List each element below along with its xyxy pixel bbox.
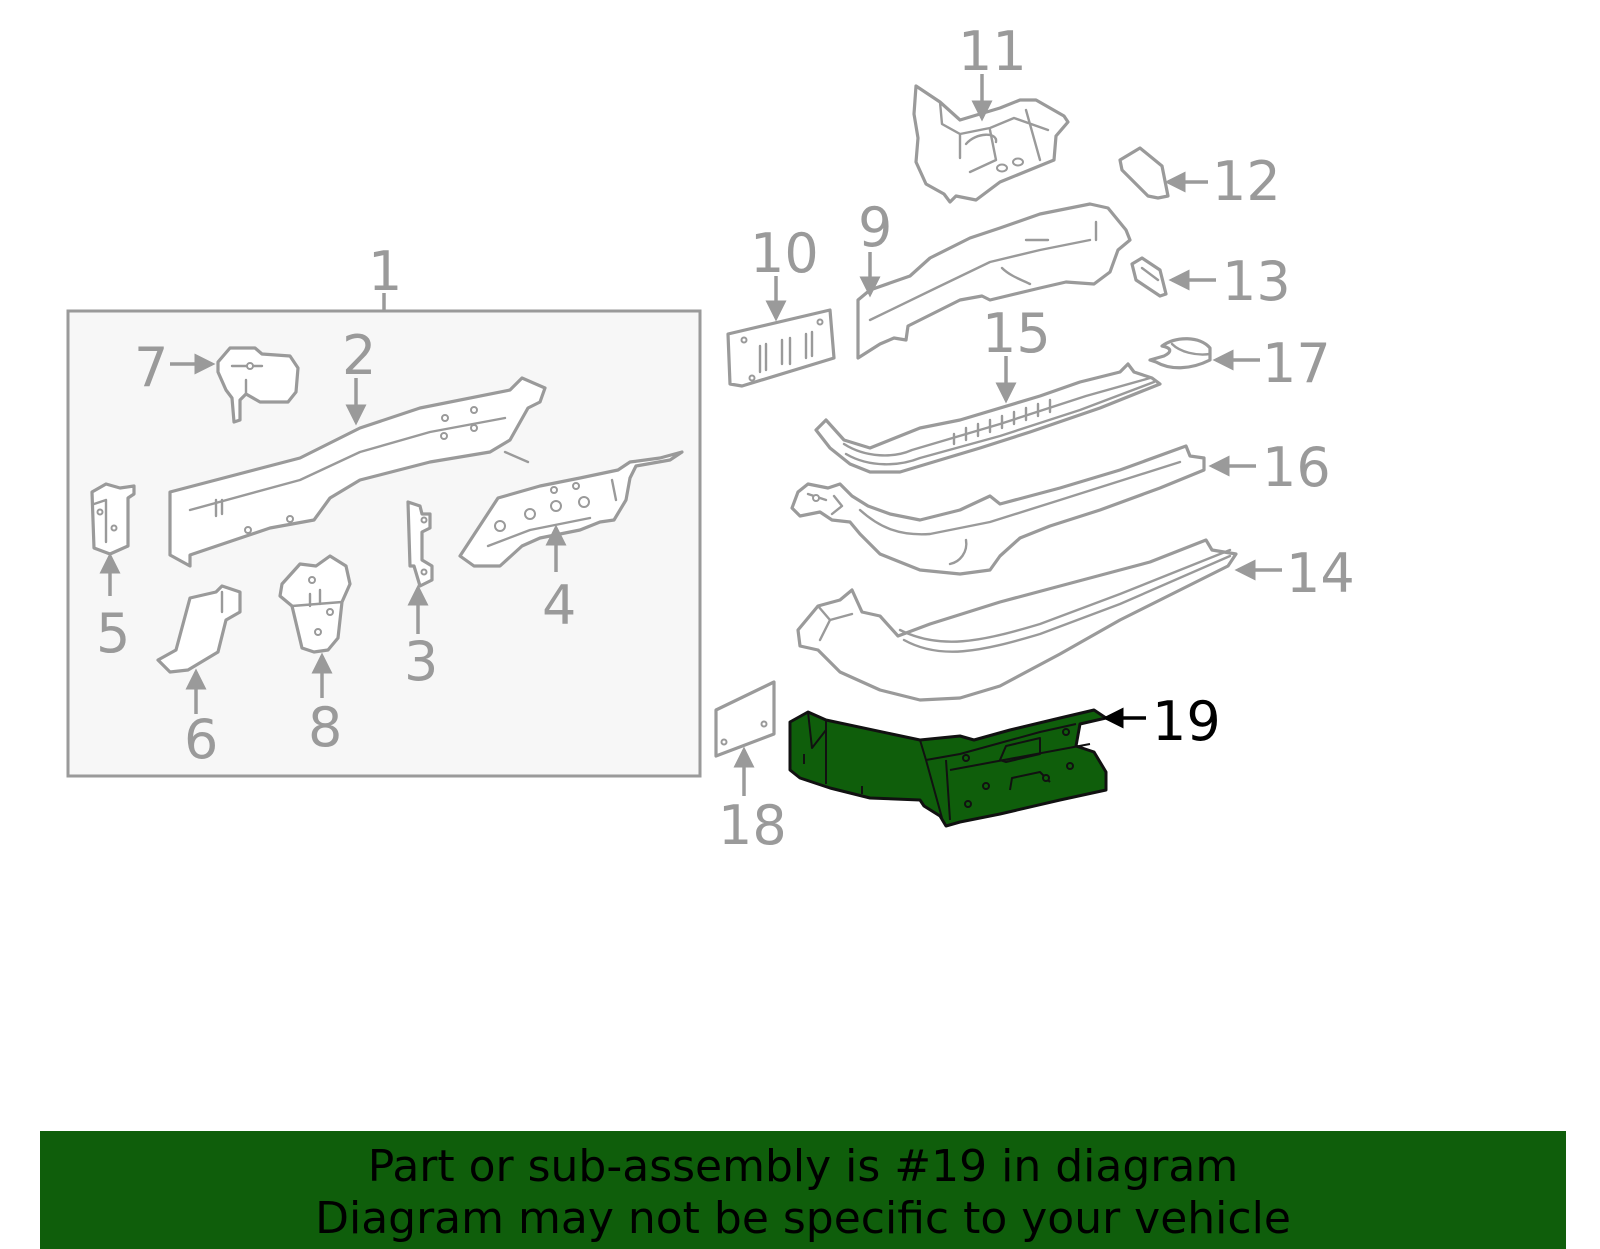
callout-3: 3 xyxy=(404,630,438,693)
callout-15: 15 xyxy=(982,302,1051,365)
banner-line-2: Diagram may not be specific to your vehi… xyxy=(315,1193,1291,1244)
callout-16: 16 xyxy=(1262,436,1331,499)
part-6-bracket xyxy=(156,584,242,674)
part-9-rail xyxy=(856,202,1132,360)
callout-9: 9 xyxy=(858,196,892,259)
part-8-bracket xyxy=(278,554,352,654)
callout-17: 17 xyxy=(1262,332,1331,395)
part-18-plate xyxy=(714,680,776,758)
callout-5: 5 xyxy=(96,602,130,665)
part-4-reinforcement xyxy=(458,450,684,568)
callout-8: 8 xyxy=(308,696,342,759)
callout-19: 19 xyxy=(1152,690,1221,753)
callout-14: 14 xyxy=(1286,542,1355,605)
part-14-side-member xyxy=(796,538,1238,702)
part-19-highlighted[interactable] xyxy=(788,708,1108,828)
part-12-plate xyxy=(1118,146,1170,200)
callout-12: 12 xyxy=(1212,150,1281,213)
part-2-frame-rail xyxy=(168,376,547,568)
callout-13: 13 xyxy=(1222,250,1291,313)
callout-2: 2 xyxy=(342,324,376,387)
part-11-panel xyxy=(912,84,1070,204)
callout-11: 11 xyxy=(958,20,1027,83)
banner-line-1: Part or sub-assembly is #19 in diagram xyxy=(367,1141,1239,1192)
part-16-rocker xyxy=(790,444,1206,576)
info-banner: Part or sub-assembly is #19 in diagram D… xyxy=(40,1131,1566,1249)
callout-10: 10 xyxy=(750,222,819,285)
callout-18: 18 xyxy=(718,794,787,857)
callout-4: 4 xyxy=(542,574,576,637)
part-7-bracket xyxy=(216,346,300,424)
part-10-plate xyxy=(726,308,836,388)
callout-6: 6 xyxy=(184,708,218,771)
part-3-bracket xyxy=(406,500,434,588)
part-15-sill xyxy=(814,362,1162,474)
part-17-clip xyxy=(1148,337,1212,370)
callout-7: 7 xyxy=(134,336,168,399)
part-5-bracket xyxy=(90,482,136,556)
part-13-clip xyxy=(1130,256,1168,298)
callout-1: 1 xyxy=(368,240,402,303)
